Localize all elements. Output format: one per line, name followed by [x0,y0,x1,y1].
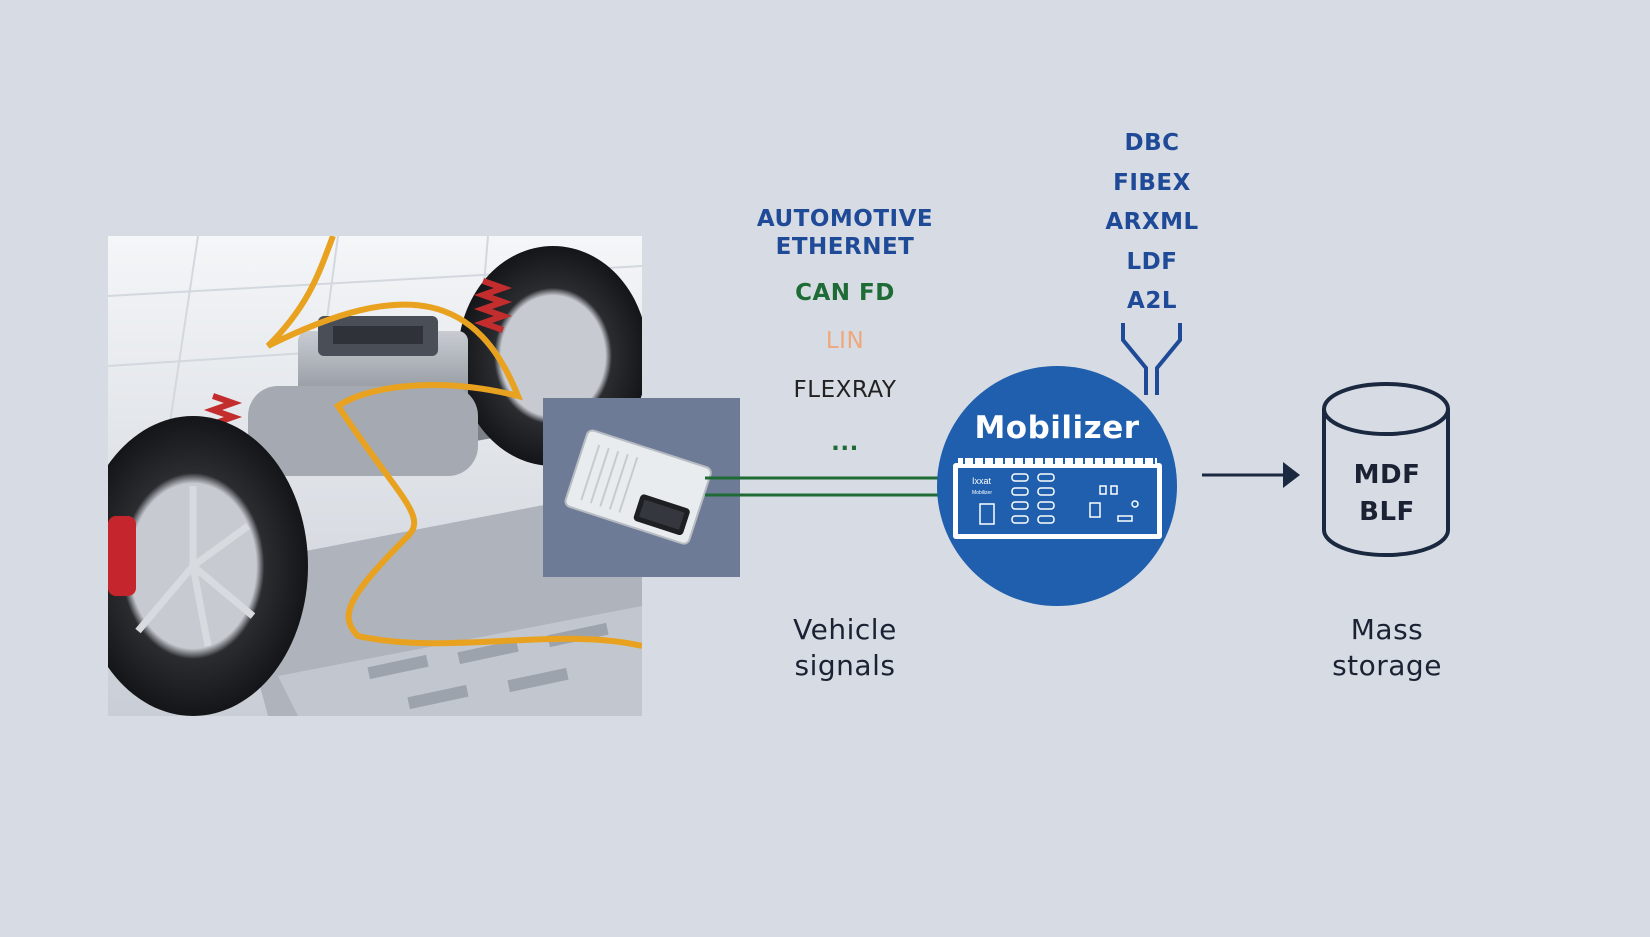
bus-can-fd: CAN FD [795,280,895,306]
format-fibex: FIBEX [1113,170,1191,196]
brake-caliper [108,516,136,596]
front-wheel [108,416,308,716]
mass-storage-label: Mass storage [1332,613,1442,682]
device-model-label: Mobilizer [972,490,992,496]
format-ldf: LDF [1126,249,1178,275]
cable-harness [265,236,642,649]
description-input-connector [1121,323,1182,395]
arrow-head-icon [1283,462,1300,488]
bus-flexray: FLEXRAY [793,377,897,403]
bus-more: ... [831,430,859,456]
format-a2l: A2L [1127,288,1177,314]
format-arxml: ARXML [1105,209,1199,235]
device-brand-label: Ixxat [972,476,992,486]
device-ports [979,473,1139,525]
format-dbc: DBC [1124,130,1180,156]
bus-automotive-ethernet: AUTOMOTIVE ETHERNET [756,206,934,260]
mobilizer-device-icon: Ixxat Mobilizer [953,458,1162,539]
ecu-icon [564,429,712,545]
vehicle-signals-label: Vehicle signals [793,613,897,682]
bus-lin: LIN [825,328,865,354]
ecu-panel [543,398,740,577]
storage-formats: MDF BLF [1353,460,1421,527]
mobilizer-title: Mobilizer [974,410,1140,446]
database-cylinder-icon [1322,382,1450,557]
